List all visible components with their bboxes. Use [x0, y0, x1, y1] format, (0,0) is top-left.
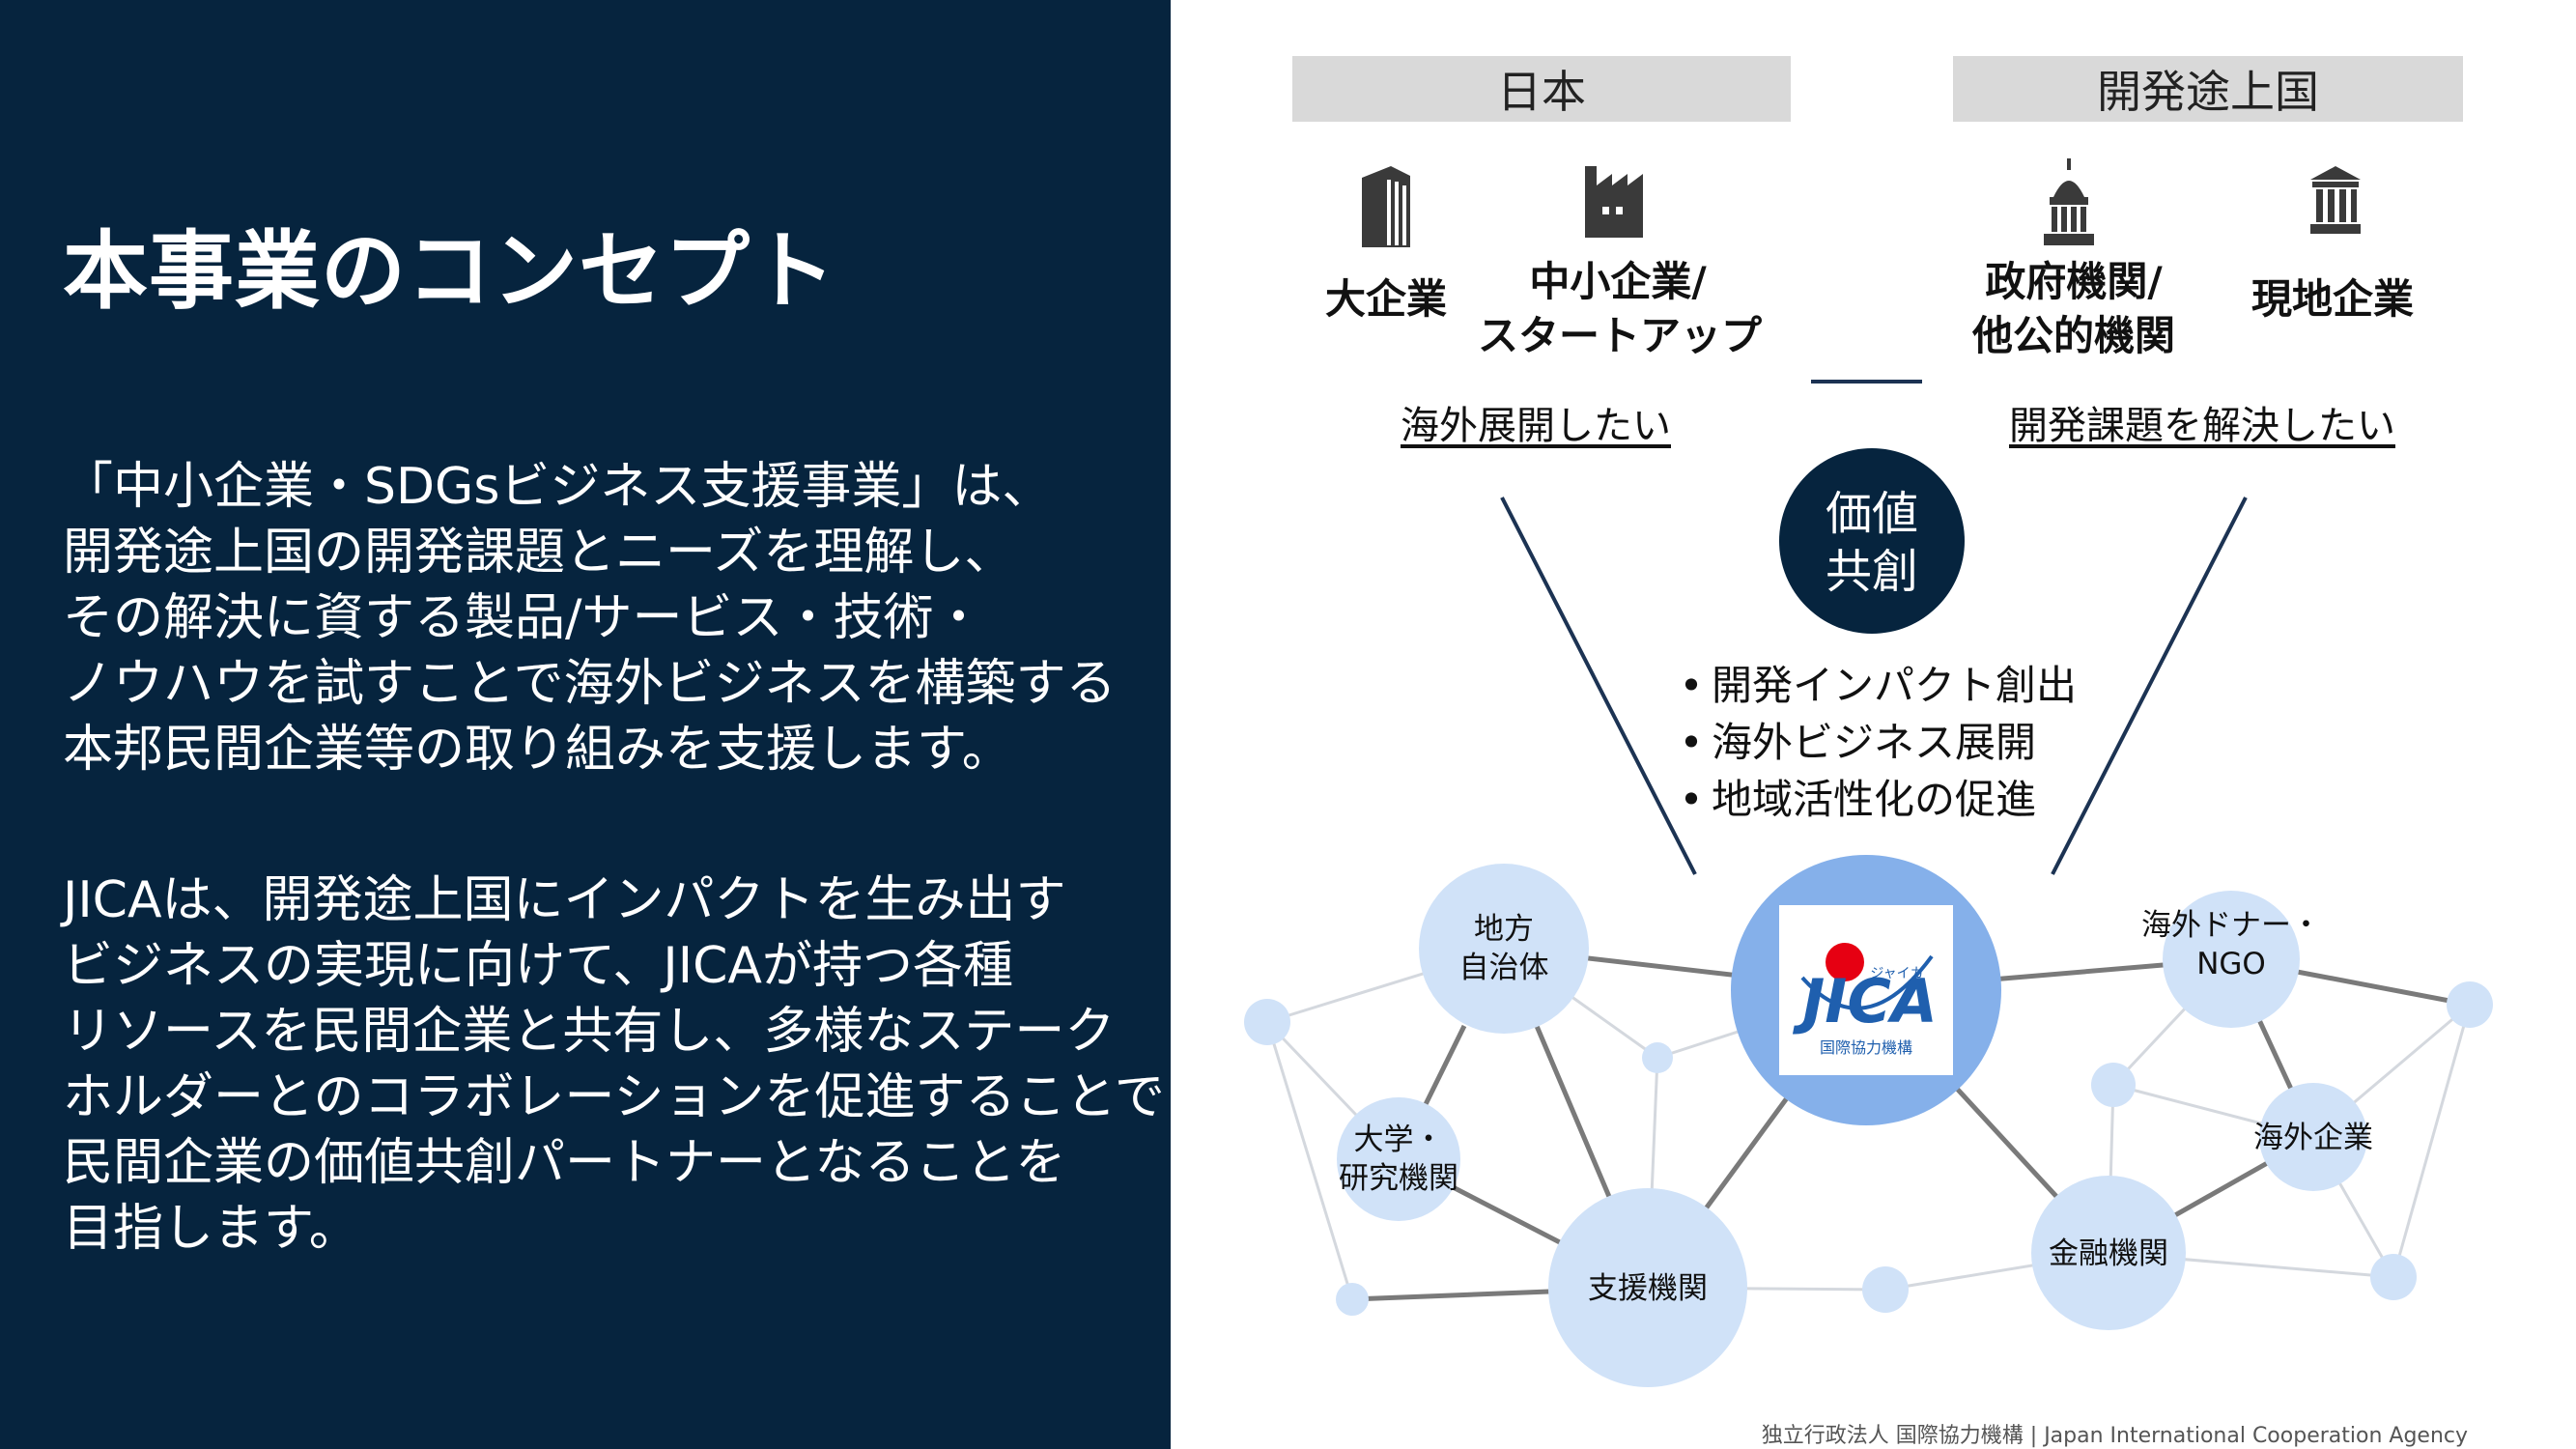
node-local-government [1419, 864, 1589, 1034]
outcome-list: 開発インパクト創出 海外ビジネス展開 地域活性化の促進 [1671, 657, 2077, 828]
page-title: 本事業のコンセプト [63, 221, 837, 321]
paragraph-line: 本邦民間企業等の取り組みを支援します。 [63, 721, 1012, 779]
node-overseas-company [2259, 1083, 2367, 1191]
developing-country-header: 開発途上国 [1953, 56, 2463, 122]
paragraph-line: ビジネスの実現に向けて、JICAが持つ各種 [63, 937, 1013, 995]
node-label: 支援機関 [1588, 1271, 1708, 1306]
building-icon [1362, 166, 1410, 247]
node-label: 海外企業 [2253, 1121, 2373, 1155]
node-financial-institution [2031, 1176, 2186, 1330]
node-label: 金融機関 [2049, 1236, 2168, 1271]
paragraph-line: JICAは、開発途上国にインパクトを生み出す [63, 871, 1066, 929]
jica-logo-caption: 国際協力機構 [1820, 1038, 1912, 1057]
node-label: 海外ドナー・ [2141, 908, 2321, 943]
jica-logo-arc [1800, 954, 1934, 1010]
paragraph-line: 開発途上国の開発課題とニーズを理解し、 [63, 524, 1015, 582]
paragraph-line: ホルダーとのコラボレーションを促進することで [63, 1068, 1165, 1126]
actor-sme-startup: 中小企業/ スタートアップ [1478, 258, 1763, 359]
paragraph-line: 「中小企業・SDGsビジネス支援事業」は、 [63, 458, 1053, 516]
actor-large-company: 大企業 [1324, 275, 1447, 323]
value-circle-line-1: 価値 [1826, 487, 1918, 541]
small-nodes [1244, 981, 2493, 1316]
japan-aim: 海外展開したい [1401, 404, 1671, 448]
funnel-line-right [2051, 497, 2248, 875]
concept-panel: 本事業のコンセプト 「中小企業・SDGsビジネス支援事業」は、 開発途上国の開発… [0, 0, 1171, 1449]
jica-logo-wordmark: JICA [1792, 966, 1938, 1037]
developing-aim: 開発課題を解決したい [2009, 404, 2395, 448]
value-circle-line-2: 共創 [1826, 545, 1918, 599]
description-paragraph-1: 「中小企業・SDGsビジネス支援事業」は、 開発途上国の開発課題とニーズを理解し… [63, 454, 1116, 782]
jica-logo-sun [1826, 943, 1864, 981]
jica-logo-kana: ジャイカ [1870, 966, 1923, 981]
paragraph-line: その解決に資する製品/サービス・技術・ [63, 589, 984, 647]
node-label: 地方 [1474, 912, 1534, 947]
actor-local-company: 現地企業 [2250, 275, 2414, 323]
node-label: NGO [2196, 947, 2266, 981]
funnel-line-left [1500, 497, 1697, 875]
paragraph-line: ノウハウを試すことで海外ビジネスを構築する [63, 655, 1117, 713]
outcome-item: 開発インパクト創出 [1671, 657, 2077, 714]
paragraph-line: 民間企業の価値共創パートナーとなることを [63, 1134, 1066, 1192]
node-university [1337, 1097, 1460, 1221]
node-label: 自治体 [1459, 951, 1549, 985]
paragraph-line: リソースを民間企業と共有し、多様なステーク [63, 1003, 1116, 1061]
bank-icon [2310, 166, 2361, 234]
node-label: 研究機関 [1339, 1161, 1458, 1196]
outcome-item: 海外ビジネス展開 [1671, 714, 2077, 771]
jica-logo-box [1779, 905, 1953, 1075]
japan-header: 日本 [1292, 56, 1791, 122]
actor-government: 政府機関/ 他公的機関 [1971, 258, 2175, 359]
factory-icon [1585, 166, 1643, 238]
node-donor-ngo [2163, 891, 2300, 1028]
node-support-organization [1548, 1188, 1747, 1387]
footer-credit: 独立行政法人 国際協力機構 | Japan International Coop… [1761, 1424, 2468, 1448]
outcome-item: 地域活性化の促進 [1671, 771, 2077, 828]
paragraph-line: 目指します。 [63, 1200, 359, 1258]
value-cocreation-circle [1779, 448, 1965, 634]
node-label: 大学・ [1354, 1122, 1444, 1157]
description-paragraph-2: JICAは、開発途上国にインパクトを生み出す ビジネスの実現に向けて、JICAが… [63, 867, 1165, 1262]
capitol-icon [2044, 158, 2094, 245]
